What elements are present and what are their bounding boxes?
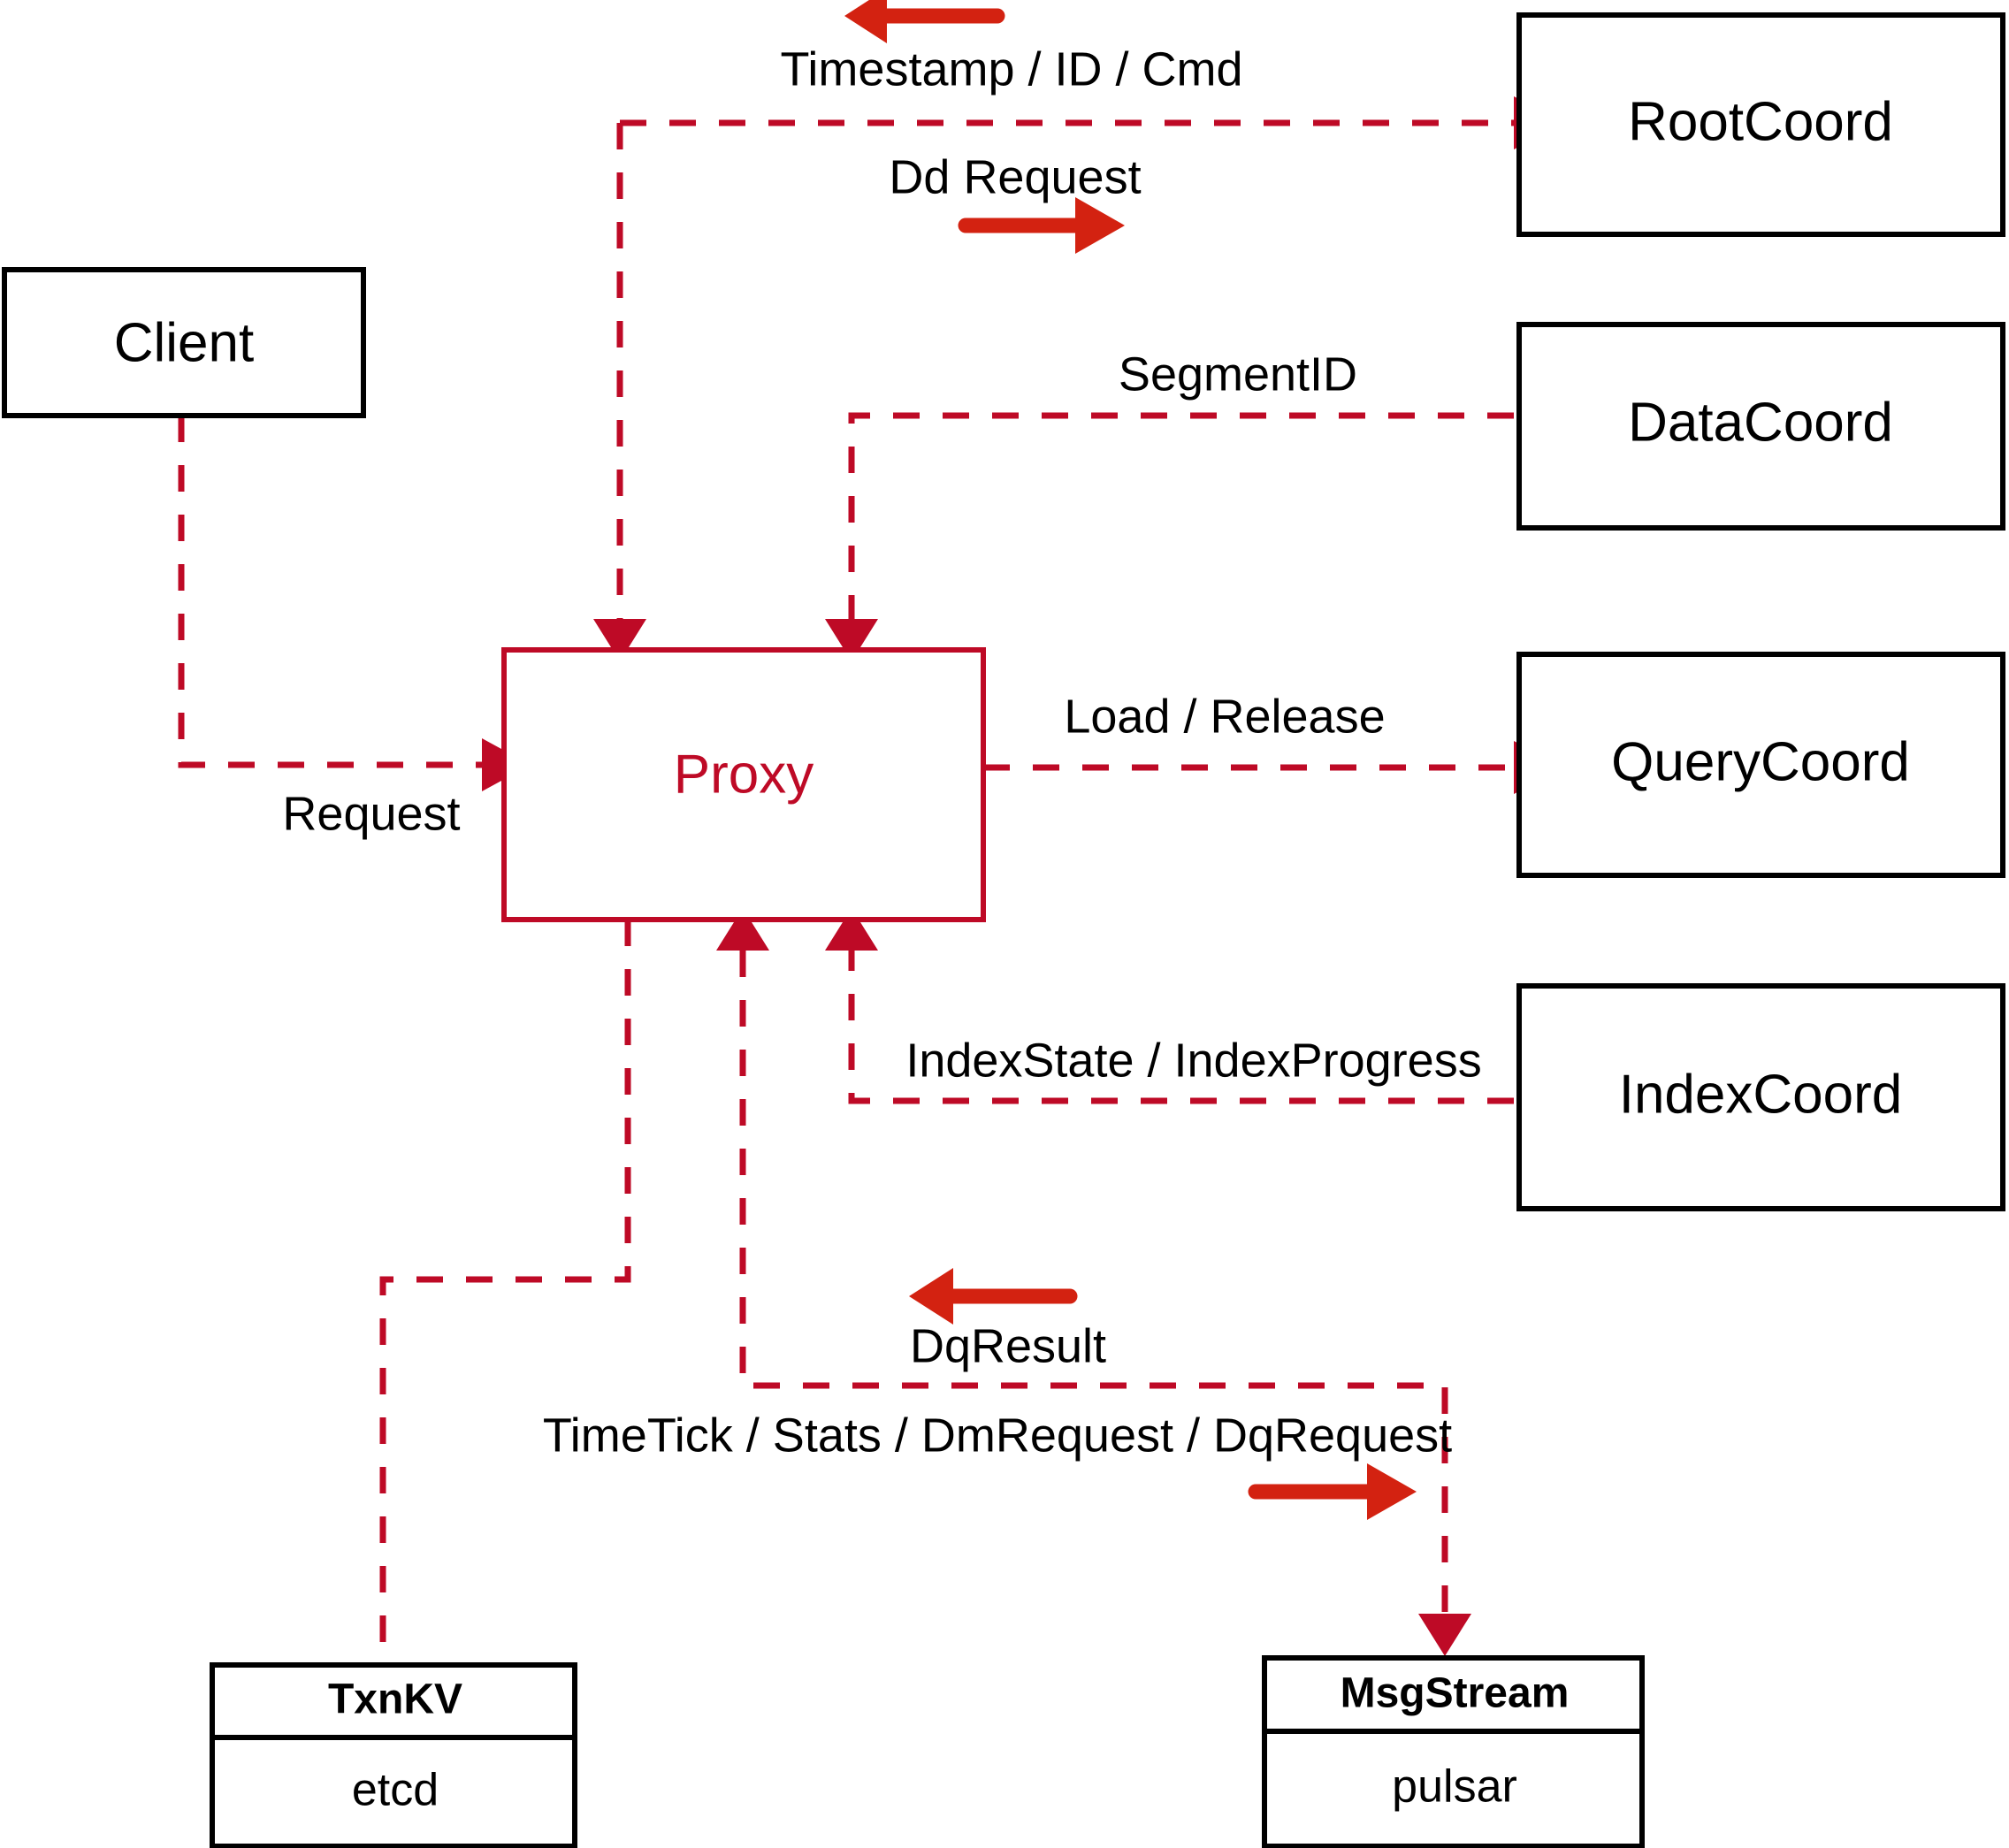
node-txnkv-label: TxnKV (328, 1676, 462, 1723)
node-root-coord-box[interactable] (1516, 12, 2005, 237)
edge-label-load-release: Load / Release (1064, 690, 1385, 743)
edge-timetick-stats-arrowhead (1418, 1614, 1471, 1656)
edge-label-timestamp-id-cmd: Timestamp / ID / Cmd (780, 0, 1243, 95)
edge-label-index-state-progress: IndexState / IndexProgress (905, 1034, 1481, 1087)
edge-request-path (178, 416, 482, 768)
edge-timestamp-id-cmd-arrowhead (593, 619, 646, 661)
node-client-label: Client (114, 312, 255, 373)
edge-timetick-stats (716, 908, 1471, 1656)
node-data-coord-box[interactable] (1516, 322, 2005, 531)
right-arrow-icon-dd-request (958, 197, 1125, 254)
edge-label-dd-request: Dd Request (889, 150, 1142, 254)
edge-index-state-progress (825, 908, 1514, 1104)
node-index-coord-label: IndexCoord (1619, 1064, 1903, 1125)
edge-timetick-stats-path (739, 951, 1448, 1614)
node-txnkv-impl-label: etcd (352, 1765, 439, 1816)
edge-proxy-txnkv (379, 920, 631, 1665)
node-proxy[interactable]: Proxy (501, 647, 986, 922)
left-arrow-icon-dq-result (909, 1268, 1078, 1325)
edge-label-request-text: Request (282, 787, 460, 840)
node-index-coord[interactable]: IndexCoord (1516, 983, 2005, 1211)
edge-label-segment-id-text: SegmentID (1119, 347, 1357, 401)
edge-request (178, 416, 531, 791)
edge-label-timestamp-id-cmd-text: Timestamp / ID / Cmd (780, 42, 1242, 95)
node-msgstream-label: MsgStream (1341, 1670, 1570, 1717)
edge-index-state-progress-path (848, 951, 1514, 1104)
edge-label-segment-id: SegmentID (1119, 347, 1357, 401)
node-txnkv[interactable]: TxnKV etcd (210, 1662, 577, 1848)
node-client[interactable]: Client (2, 267, 366, 418)
node-msgstream[interactable]: MsgStream pulsar (1262, 1655, 1645, 1848)
node-client-box[interactable] (2, 267, 366, 418)
node-query-coord[interactable]: QueryCoord (1516, 652, 2005, 878)
node-index-coord-box[interactable] (1516, 983, 2005, 1211)
edge-label-timetick-stats: TimeTick / Stats / DmRequest / DqRequest (543, 1409, 1452, 1520)
edge-proxy-txnkv-path (379, 920, 631, 1665)
left-arrow-icon-timestamp (844, 0, 1005, 43)
edge-label-dd-request-text: Dd Request (889, 150, 1141, 203)
node-root-coord[interactable]: RootCoord (1516, 12, 2005, 237)
edge-label-load-release-text: Load / Release (1064, 690, 1385, 743)
node-proxy-box[interactable] (501, 647, 986, 922)
node-query-coord-label: QueryCoord (1611, 731, 1910, 792)
edge-dq-result-arrowhead (716, 908, 769, 951)
node-msgstream-box[interactable] (1262, 1655, 1645, 1848)
node-root-coord-label: RootCoord (1628, 91, 1893, 152)
node-txnkv-box[interactable] (210, 1662, 577, 1848)
edge-segment-id (825, 412, 1514, 661)
node-proxy-label: Proxy (674, 744, 814, 805)
node-query-coord-box[interactable] (1516, 652, 2005, 878)
edge-index-state-progress-arrowhead (825, 908, 878, 951)
edge-segment-id-path (848, 412, 1514, 619)
edge-label-dq-result: DqResult (909, 1268, 1106, 1372)
right-arrow-icon-timetick (1248, 1463, 1417, 1520)
edge-label-timetick-stats-text: TimeTick / Stats / DmRequest / DqRequest (543, 1409, 1452, 1462)
node-data-coord-label: DataCoord (1628, 392, 1893, 453)
node-msgstream-impl-label: pulsar (1392, 1761, 1517, 1813)
node-data-coord[interactable]: DataCoord (1516, 322, 2005, 531)
edge-label-index-state-progress-text: IndexState / IndexProgress (905, 1034, 1481, 1087)
edge-label-request: Request (282, 787, 460, 840)
edge-label-dq-result-text: DqResult (910, 1319, 1106, 1372)
edge-load-release (983, 741, 1565, 794)
edge-segment-id-arrowhead (825, 619, 878, 661)
